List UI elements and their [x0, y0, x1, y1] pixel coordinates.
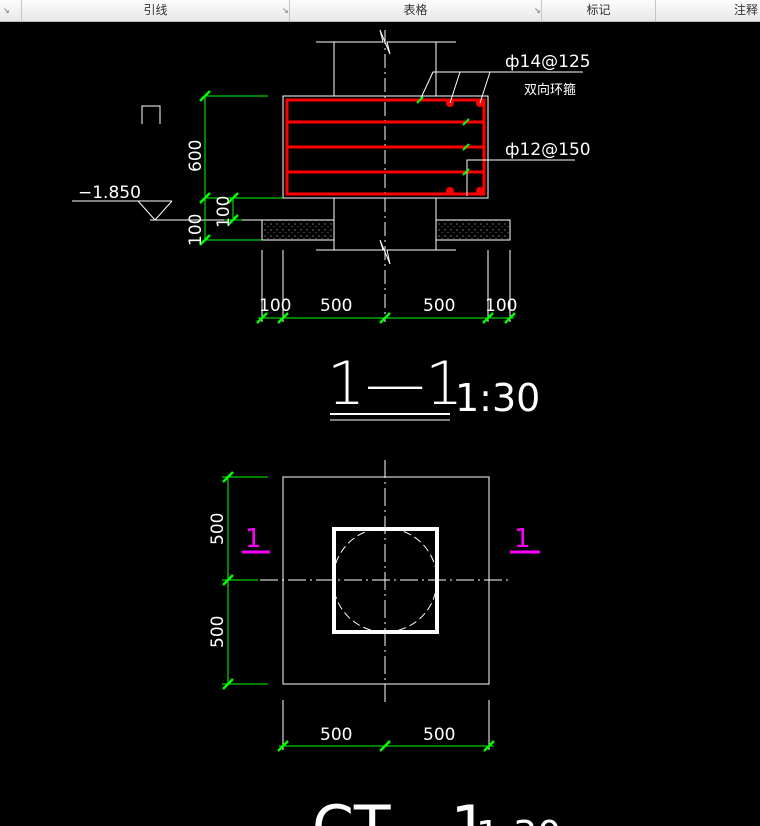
tick	[277, 312, 289, 324]
tick	[462, 168, 470, 176]
dim-height-total: 600	[186, 140, 206, 172]
bedding-right	[435, 219, 511, 241]
leader-top	[419, 71, 583, 101]
tick	[199, 90, 211, 102]
rebar-dot	[476, 187, 484, 195]
tab-table-label: 表格	[403, 3, 428, 17]
annotation-toolbar: ↘ 引线 ↘ 表格 ↘ 标记 注释	[0, 0, 760, 22]
bedding-left	[261, 219, 335, 241]
tick	[462, 118, 470, 126]
tick	[222, 574, 234, 586]
tick	[504, 312, 516, 324]
tick	[277, 740, 289, 752]
dim-height-lower: 100	[186, 214, 206, 246]
tick	[379, 312, 391, 324]
dim-height-upper: 100	[214, 196, 234, 228]
dim-bottom-3: 500	[423, 296, 455, 316]
dim-bottom-1: 100	[259, 296, 291, 316]
elevation-triangle	[137, 200, 173, 221]
tab-annotation[interactable]: 注释	[656, 0, 760, 21]
cad-drawing-canvas[interactable]: ф14@125 双向环箍 ф12@150 −1.850 600 100 100	[0, 22, 760, 826]
leader-side	[466, 159, 575, 196]
tab-leader[interactable]: 引线 ↘	[22, 0, 290, 21]
vertical-dims	[204, 95, 283, 241]
leader-top-branch	[479, 71, 491, 104]
plan-dim-bottom-1: 500	[320, 725, 352, 745]
rebar-top-label: ф14@125	[505, 52, 591, 72]
rebar-group	[285, 98, 486, 196]
section-title: 1—1	[327, 349, 463, 419]
tab-mark-label: 标记	[586, 3, 611, 17]
tab-annotation-label: 注释	[734, 3, 759, 17]
elevation-mark	[72, 105, 262, 221]
plan-dim-bottom-2: 500	[423, 725, 455, 745]
expand-arrow-icon: ↘	[534, 6, 541, 15]
tick	[199, 234, 211, 246]
section-scale: 1:30	[455, 376, 540, 420]
expand-arrow-icon: ↘	[3, 6, 10, 15]
tab-mark[interactable]: 标记	[542, 0, 656, 21]
tab-table[interactable]: 表格 ↘	[290, 0, 542, 21]
leader-top-branch	[449, 71, 461, 104]
tick	[227, 214, 239, 226]
break-line-bottom	[316, 239, 456, 265]
dim-bottom-4: 100	[485, 296, 517, 316]
dim-bottom-2: 500	[320, 296, 352, 316]
tick	[199, 192, 211, 204]
tick	[416, 96, 424, 104]
break-line-top	[316, 29, 456, 55]
elevation-label: −1.850	[78, 183, 141, 203]
tick	[379, 740, 391, 752]
rebar-top-note: 双向环箍	[524, 82, 576, 98]
tick	[227, 192, 239, 204]
tick	[222, 471, 234, 483]
plan-title: CT—1	[312, 793, 489, 826]
plan-dim-left-2: 500	[208, 616, 228, 648]
toolbar-grip-first[interactable]: ↘	[0, 0, 22, 21]
plan-scale: 1:30	[476, 813, 561, 826]
rebar-side-label: ф12@150	[505, 140, 591, 160]
expand-arrow-icon: ↘	[282, 6, 289, 15]
tick	[462, 143, 470, 151]
section-view	[261, 29, 511, 322]
tick	[256, 312, 268, 324]
tab-leader-label: 引线	[143, 3, 168, 17]
rebar-dot	[446, 187, 454, 195]
section-bottom-ticks	[256, 312, 516, 324]
tick	[482, 312, 494, 324]
plan-view	[260, 460, 510, 750]
tick	[483, 740, 495, 752]
tick	[222, 678, 234, 690]
leader-ticks	[416, 96, 470, 176]
plan-dims	[222, 476, 494, 747]
plan-dim-ticks	[222, 471, 495, 752]
plan-dim-left-1: 500	[208, 513, 228, 545]
section-mark-right: 1	[514, 524, 531, 554]
small-bracket-symbol	[141, 105, 161, 124]
vertical-dim-ticks	[199, 90, 239, 246]
rebar-leaders	[419, 71, 583, 196]
section-mark-left: 1	[245, 524, 262, 554]
